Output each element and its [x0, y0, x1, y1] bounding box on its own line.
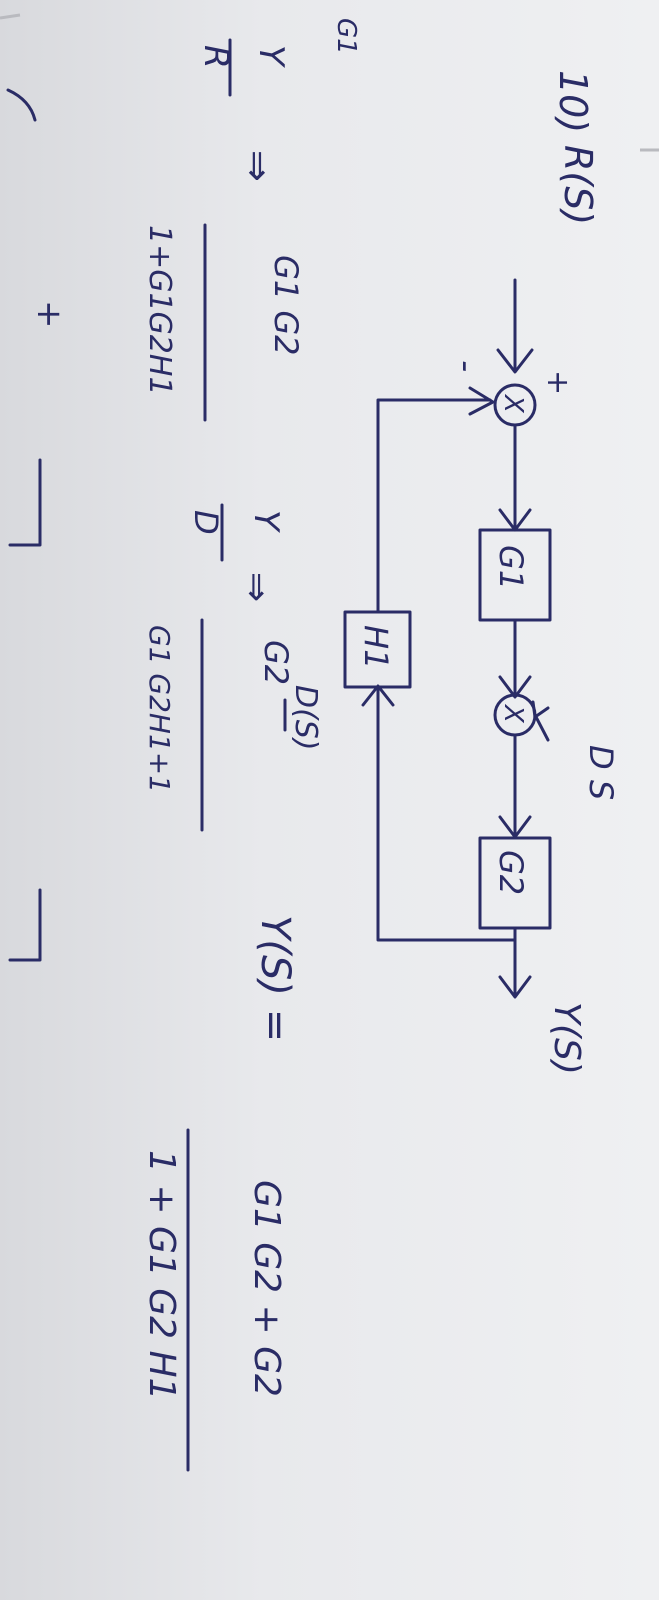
feedback-arrow-into-sum1 — [468, 386, 495, 416]
yd-tf-num-text: G2 — [257, 640, 295, 685]
arrow-sum2-to-g2 — [498, 733, 532, 839]
yr-den: R — [196, 45, 236, 69]
output-label-text: Y(S) — [546, 1002, 587, 1075]
output-arrow — [498, 926, 532, 999]
margin-bracket — [6, 88, 37, 122]
yr-implies: ⇒ — [236, 150, 280, 182]
equation-y-over-r: Y R ⇒ G1 G2 1+G1G2H1 — [142, 38, 305, 422]
problem-number: 10) — [551, 70, 595, 133]
yd-num: Y — [246, 510, 286, 533]
yr-den-text: R — [196, 45, 236, 69]
plus-sign-text: + — [540, 370, 575, 395]
total-num: G1 G2 + G2 — [246, 1180, 287, 1397]
margin-mark: G1 — [331, 18, 361, 55]
yd-den: D — [187, 510, 225, 535]
arrow-g1-to-sum2 — [498, 618, 532, 699]
block-g1-text: G1 — [492, 545, 530, 590]
feedback-line-right — [376, 703, 517, 942]
yd-tf-den-text: G1 G2H1+1 — [143, 625, 176, 793]
paper-edge-left — [0, 13, 21, 20]
yr-num-text: Y — [251, 45, 291, 68]
margin-box-2 — [8, 888, 42, 962]
summing-junction-1-symbol: X — [498, 393, 528, 414]
total-den-text: 1 + G1 G2 H1 — [141, 1150, 182, 1400]
sum-symbol-1: X — [498, 393, 528, 414]
block-h1-text: H1 — [357, 625, 395, 669]
margin-plus-text: + — [29, 300, 69, 329]
block-g2-label: G2 — [492, 850, 530, 895]
yr-tf-den-text: 1+G1G2H1 — [142, 225, 177, 396]
total-lhs-text: Y(S) = — [252, 915, 298, 1042]
yd-tf-num: G2 — [257, 640, 295, 685]
feedback-arrow-into-h1 — [361, 684, 395, 707]
total-num-text: G1 G2 + G2 — [246, 1180, 287, 1397]
input-arrow — [496, 278, 534, 374]
problem-number-text: 10) — [551, 70, 595, 133]
yr-num: Y — [251, 45, 291, 68]
yd-implies: ⇒ — [236, 572, 277, 602]
output-label: Y(S) — [546, 1002, 587, 1075]
yr-implies-text: ⇒ — [236, 150, 280, 182]
block-g2-text: G2 — [492, 850, 530, 895]
block-diagram: R(S) + - X G1 X D S — [283, 145, 620, 1075]
minus-sign: - — [446, 360, 486, 372]
margin-box-1 — [8, 458, 42, 547]
disturbance-arrow — [531, 700, 550, 742]
feedback-line-left — [376, 398, 492, 614]
plus-sign-1: + — [540, 370, 575, 395]
yr-tf-num-text: G1 G2 — [267, 255, 305, 355]
equation-total-output: Y(S) = G1 G2 + G2 1 + G1 G2 H1 — [141, 915, 298, 1472]
disturbance-label-bottom: D(S) — [288, 685, 323, 751]
margin-plus: + — [29, 300, 69, 329]
equation-y-over-d: Y D ⇒ G2 G1 G2H1+1 — [143, 503, 295, 832]
total-lhs: Y(S) = — [252, 915, 298, 1042]
disturbance-top-text: D S — [582, 745, 620, 800]
yr-tf-den: 1+G1G2H1 — [142, 225, 177, 396]
disturbance-bottom-text: D(S) — [288, 685, 323, 751]
yd-den-text: D — [187, 510, 225, 535]
margin-label: G1 — [331, 18, 361, 55]
disturbance-label-top: D S — [582, 745, 620, 800]
yd-num-text: Y — [246, 510, 286, 533]
yd-tf-den: G1 G2H1+1 — [143, 625, 176, 793]
block-h1-label: H1 — [357, 625, 395, 669]
yr-tf-num: G1 G2 — [267, 255, 305, 355]
input-label-text: R(S) — [556, 145, 600, 225]
yd-implies-text: ⇒ — [236, 572, 277, 602]
summing-junction-2-symbol: X — [498, 703, 528, 724]
block-g1-label: G1 — [492, 545, 530, 590]
input-label: R(S) — [556, 145, 600, 225]
sum-symbol-2: X — [498, 703, 528, 724]
arrow-to-g1 — [498, 423, 532, 532]
total-den: 1 + G1 G2 H1 — [141, 1150, 182, 1400]
minus-sign-text: - — [446, 360, 486, 372]
